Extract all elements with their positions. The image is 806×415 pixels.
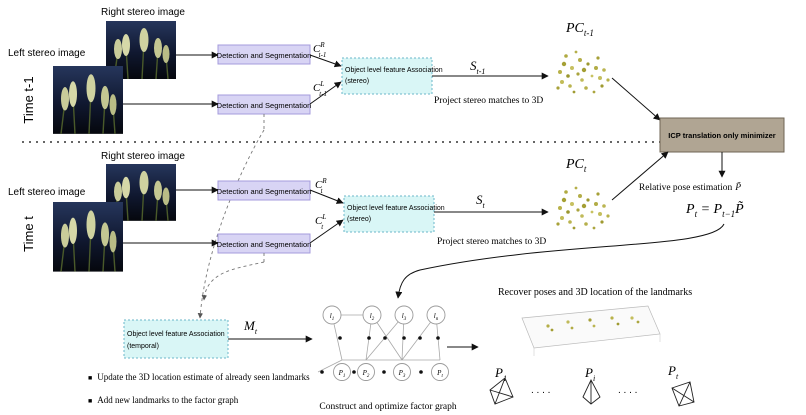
temporal-association-box bbox=[123, 319, 229, 359]
arrow-pc-prev-to-icp bbox=[611, 77, 661, 121]
svg-text:l2: l2 bbox=[370, 312, 375, 322]
ellipsis-2: . . . . bbox=[618, 385, 637, 396]
stereo-association-line1-prev: Object level feature Association bbox=[345, 67, 443, 74]
svg-text:Pt: Pt bbox=[667, 363, 679, 381]
camera-pose-1: P1 bbox=[489, 365, 514, 405]
svg-text:P2: P2 bbox=[362, 369, 370, 379]
s-label-prev: St-1 bbox=[470, 58, 485, 76]
stereo-association-line2-curr: (stereo) bbox=[347, 216, 371, 223]
arrow-c-right-prev bbox=[309, 54, 342, 68]
ellipsis-1: . . . . bbox=[531, 385, 550, 396]
arrow-c-right-curr bbox=[309, 189, 344, 204]
pose-node-2: P2 bbox=[357, 363, 375, 381]
landmark-node-3: l3 bbox=[394, 305, 414, 325]
stereo-association-box-curr bbox=[343, 195, 435, 233]
bullet-2: ■Add new landmarks to the factor graph bbox=[88, 395, 239, 405]
dash-curr-to-temporal bbox=[201, 261, 265, 301]
recover-label: Recover poses and 3D location of the lan… bbox=[498, 287, 692, 298]
time-label-curr: Time t bbox=[21, 216, 36, 252]
temporal-association-line1: Object level feature Association bbox=[127, 331, 225, 338]
s-label-curr: St bbox=[476, 192, 486, 210]
camera-pose-i: Pi bbox=[582, 365, 601, 405]
pc-label-curr: PCt bbox=[565, 157, 587, 174]
arrow-pc-curr-to-icp bbox=[611, 151, 669, 201]
project-label-curr: Project stereo matches to 3D bbox=[437, 237, 546, 247]
detection-label-bottom-curr: Detection and Segmentation bbox=[217, 240, 312, 249]
project-label-prev: Project stereo matches to 3D bbox=[434, 96, 543, 106]
arrow-c-left-curr bbox=[309, 219, 344, 244]
svg-text:l1: l1 bbox=[330, 312, 334, 322]
stereo-association-line1-curr: Object level feature Association bbox=[347, 205, 445, 212]
time-label-prev: Time t-1 bbox=[21, 76, 36, 123]
detection-label-top-curr: Detection and Segmentation bbox=[217, 187, 312, 196]
pose-node-1: P1 bbox=[333, 363, 351, 381]
pose-node-t: Pt bbox=[431, 363, 449, 381]
pc-label-prev: PCt-1 bbox=[565, 21, 594, 38]
landmark-node-n: ln bbox=[426, 305, 446, 325]
left-image-label-curr: Left stereo image bbox=[8, 187, 86, 198]
right-image-label-prev: Right stereo image bbox=[101, 7, 185, 18]
stereo-association-box-prev bbox=[341, 57, 433, 95]
arrow-c-left-prev bbox=[309, 81, 342, 105]
pose-node-3: P3 bbox=[393, 363, 411, 381]
factor-graph-caption: Construct and optimize factor graph bbox=[319, 401, 456, 412]
left-stereo-image-curr bbox=[52, 201, 124, 273]
detection-label-top-prev: Detection and Segmentation bbox=[217, 51, 312, 60]
stereo-association-line2-prev: (stereo) bbox=[345, 78, 369, 85]
pose-equation: Pt = Pt−1P̃ bbox=[685, 201, 744, 219]
point-cloud-curr bbox=[556, 186, 610, 230]
temporal-association-line2: (temporal) bbox=[127, 343, 159, 350]
left-image-label-prev: Left stereo image bbox=[8, 48, 86, 59]
factor-graph: l1 l2 l3 ln P1 P2 P3 Pt bbox=[317, 305, 449, 381]
arrow-pose-to-factor-graph bbox=[395, 223, 725, 299]
landmark-node-2: l2 bbox=[362, 305, 382, 325]
detection-box-top-prev bbox=[217, 44, 311, 65]
detection-label-bottom-prev: Detection and Segmentation bbox=[217, 101, 312, 110]
dash-curve-to-temporal bbox=[197, 129, 265, 319]
m-label: Mt bbox=[243, 318, 258, 336]
svg-text:l3: l3 bbox=[402, 312, 407, 322]
svg-text:P3: P3 bbox=[398, 369, 406, 379]
svg-text:Pt: Pt bbox=[436, 369, 443, 379]
left-stereo-image-prev bbox=[52, 65, 124, 135]
svg-text:P1: P1 bbox=[494, 365, 507, 383]
landmark-node-1: l1 bbox=[322, 305, 342, 325]
right-image-label-curr: Right stereo image bbox=[101, 151, 185, 162]
camera-pose-t: Pt bbox=[667, 363, 695, 407]
point-cloud-prev bbox=[556, 50, 610, 94]
icp-label: ICP translation only minimizer bbox=[668, 131, 775, 140]
svg-text:Pi: Pi bbox=[584, 365, 595, 383]
bullet-1: ■Update the 3D location estimate of alre… bbox=[88, 372, 310, 382]
svg-text:P1: P1 bbox=[338, 369, 346, 379]
reconstruction-3d-plot bbox=[521, 305, 661, 356]
svg-text:ln: ln bbox=[434, 312, 439, 322]
